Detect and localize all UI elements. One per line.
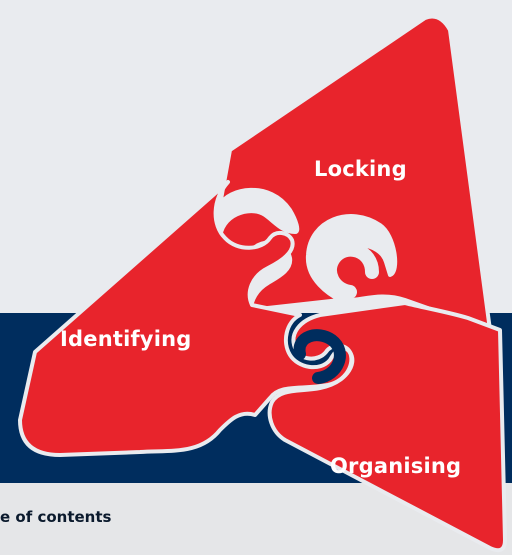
organising-label: Organising [330, 454, 462, 478]
table-of-contents-label[interactable]: e of contents [0, 508, 112, 526]
locking-label: Locking [314, 157, 407, 181]
piece-organising [267, 301, 507, 553]
piece-identifying [18, 180, 354, 457]
identifying-label: Identifying [60, 327, 192, 351]
socket-ring [323, 242, 379, 299]
lower-socket-ring [293, 329, 346, 384]
